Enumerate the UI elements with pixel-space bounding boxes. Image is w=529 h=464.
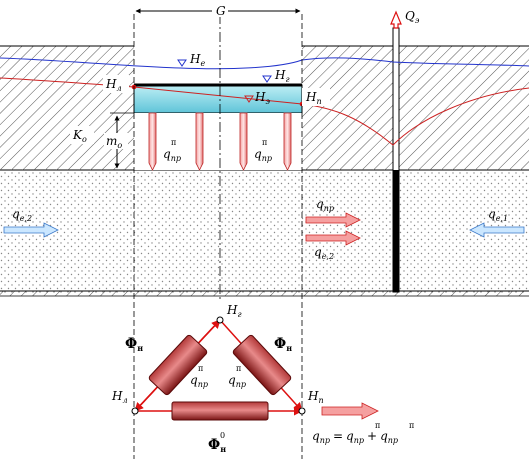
label-qprp-4-sup: п bbox=[236, 364, 241, 373]
label-qe2-left: qe,2 bbox=[12, 207, 32, 223]
label-He2: Hэ bbox=[254, 90, 270, 106]
label-Phi-right: Φн bbox=[274, 336, 292, 353]
flow-network bbox=[131, 316, 379, 421]
label-m: mо bbox=[106, 134, 122, 150]
label-qprp-1-sup: п bbox=[171, 138, 176, 147]
head-line bbox=[0, 77, 529, 146]
label-qprp-3: qпр bbox=[190, 373, 208, 389]
equation-total-flow: qпр=qпр+qпр bbox=[312, 429, 398, 445]
outflow-arrow bbox=[305, 230, 361, 246]
equation-sup-1: п bbox=[375, 421, 380, 430]
label-Hl: Hл bbox=[105, 77, 122, 93]
label-qprp-3-sup: п bbox=[198, 364, 203, 373]
label-qprp-4: qпр bbox=[228, 373, 246, 389]
resistor-bottom bbox=[171, 401, 269, 421]
label-Phi0: Φн bbox=[208, 437, 226, 454]
label-Hp: Hп bbox=[305, 90, 322, 106]
label-Hg: Hг bbox=[274, 68, 290, 84]
label-He: He bbox=[189, 52, 205, 68]
equation-sup-2: п bbox=[409, 421, 414, 430]
label-qe2-right: qe,2 bbox=[314, 245, 334, 261]
label-qe1: qe,1 bbox=[488, 207, 508, 223]
total-flow-arrow bbox=[321, 402, 379, 420]
label-qprp-2: qпр bbox=[254, 147, 272, 163]
label-Phi0-sup: 0 bbox=[220, 431, 225, 440]
leakage-arrows bbox=[148, 112, 292, 171]
label-Phi-left: Φн bbox=[125, 336, 143, 353]
label-Q: Qэ bbox=[405, 9, 420, 25]
label-qpr: qпр bbox=[316, 197, 334, 213]
label-Hp-node: Hп bbox=[307, 389, 324, 405]
label-K: Kо bbox=[72, 128, 87, 144]
label-qprp-1: qпр bbox=[163, 147, 181, 163]
label-Hg-node: Hг bbox=[226, 303, 242, 319]
label-G: G bbox=[216, 4, 226, 18]
resistor-left bbox=[148, 334, 208, 396]
well-discharge-arrow bbox=[390, 10, 402, 29]
inflow-arrow-left bbox=[3, 222, 59, 238]
label-qprp-2-sup: п bbox=[262, 138, 267, 147]
label-Hl-node: Hл bbox=[111, 389, 128, 405]
resistor-right bbox=[232, 334, 292, 396]
water-table-line bbox=[0, 57, 529, 70]
leakage-flow-arrow bbox=[305, 212, 361, 228]
aquifer-layer bbox=[0, 170, 529, 294]
inflow-arrow-right bbox=[469, 222, 525, 238]
